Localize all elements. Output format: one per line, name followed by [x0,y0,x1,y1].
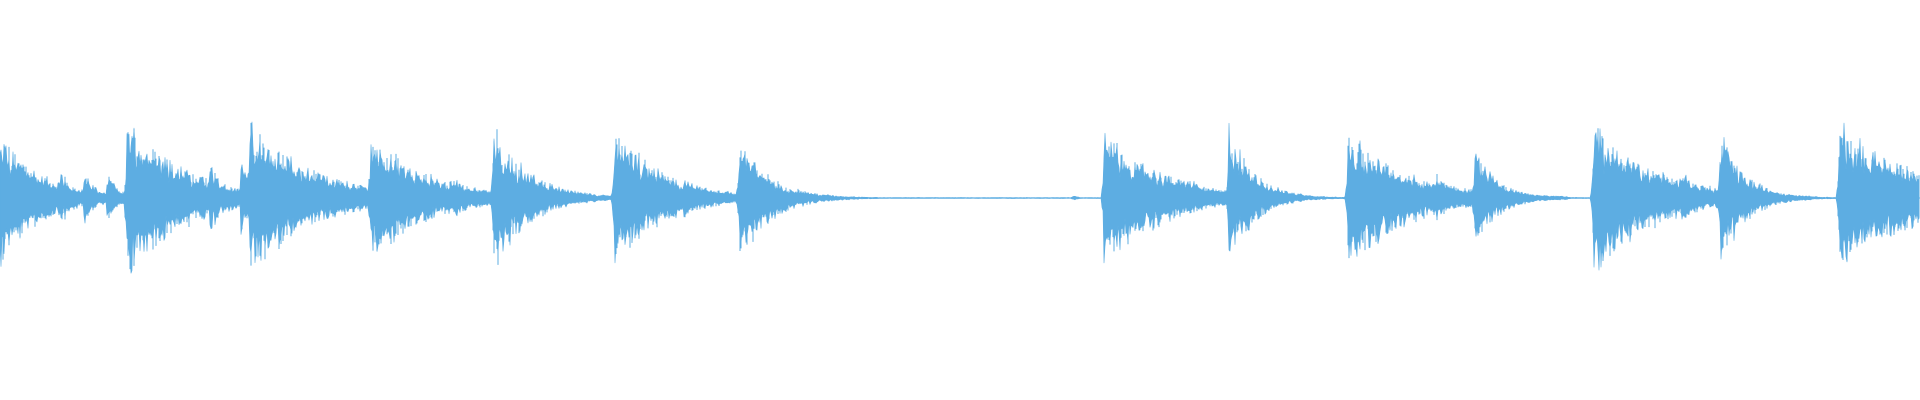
waveform-sample-strokes [2,122,1920,270]
